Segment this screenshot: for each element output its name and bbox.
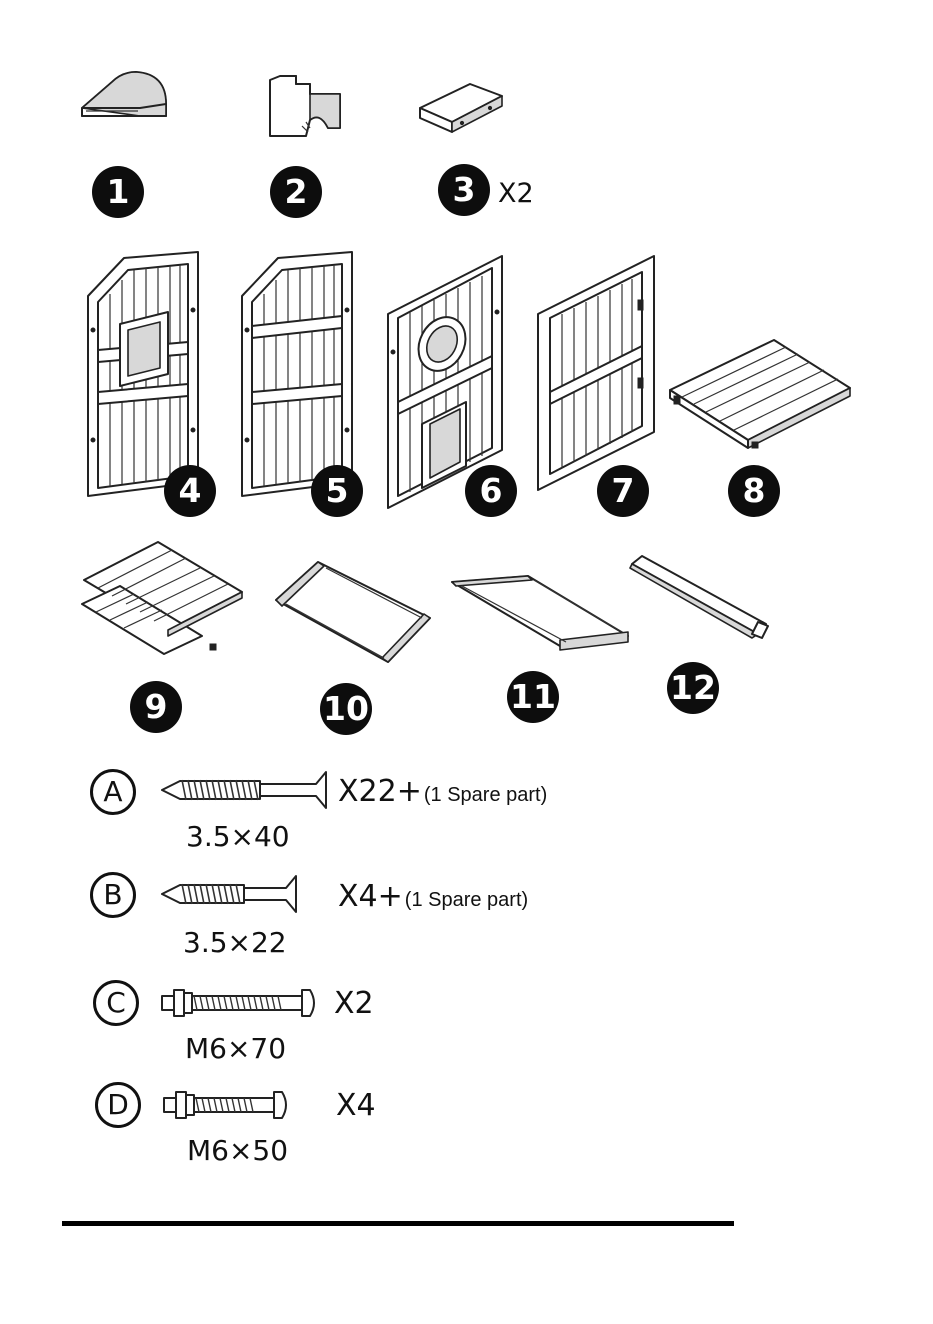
hardware-letter-circle: A (90, 769, 136, 815)
hardware-quantity: X2 (334, 986, 374, 1021)
part-7-door-panel (536, 252, 658, 494)
part-8-floor-board (668, 336, 854, 448)
part-11-roof-panel (448, 574, 632, 652)
wood-screw-short-icon (160, 874, 310, 914)
part-1-half-round-piece (78, 70, 168, 130)
part-number-badge: 12 (667, 662, 719, 714)
hardware-quantity: X22+(1 Spare part) (338, 774, 547, 809)
hardware-size: M6×70 (185, 1032, 286, 1065)
hardware-c-bolt (160, 984, 320, 1024)
part-12-ridge-beam (630, 552, 770, 642)
hardware-size: 3.5×40 (186, 820, 290, 853)
part-number-badge: 9 (130, 681, 182, 733)
bolt-with-nut-short-icon (162, 1086, 292, 1126)
part-9-floor-boards (80, 540, 248, 656)
part-number-badge: 1 (92, 166, 144, 218)
part-5-side-panel (240, 250, 356, 500)
hardware-a-screw (160, 770, 330, 810)
hardware-b-screw (160, 874, 310, 914)
part-3-block (418, 78, 508, 138)
part-number-badge: 8 (728, 465, 780, 517)
door-panel-icon (536, 252, 658, 494)
half-round-piece-icon (78, 70, 168, 130)
hardware-letter-circle: C (93, 980, 139, 1026)
floor-board-icon (668, 336, 854, 448)
part-number-badge: 4 (164, 465, 216, 517)
part-quantity: X2 (498, 178, 534, 209)
side-panel-icon (240, 250, 356, 500)
wood-screw-long-icon (160, 770, 330, 810)
part-number-badge: 7 (597, 465, 649, 517)
quantity-text: X4+ (338, 879, 403, 914)
part-4-side-panel-window (86, 250, 202, 500)
side-panel-with-window-icon (86, 250, 202, 500)
quantity-text: X22+ (338, 774, 422, 809)
split-floor-boards-icon (80, 540, 248, 656)
small-block-icon (418, 78, 508, 138)
bracket-block-icon (266, 72, 346, 147)
spare-note: (1 Spare part) (424, 784, 547, 806)
bolt-with-nut-long-icon (160, 984, 320, 1024)
part-number-badge: 3 (438, 164, 490, 216)
spare-note: (1 Spare part) (405, 889, 528, 911)
part-number-badge: 2 (270, 166, 322, 218)
hardware-letter-circle: B (90, 872, 136, 918)
ridge-beam-icon (630, 552, 770, 642)
hardware-d-bolt (162, 1086, 292, 1126)
hardware-quantity: X4+(1 Spare part) (338, 879, 528, 914)
bottom-divider-line (62, 1221, 734, 1226)
hardware-size: M6×50 (187, 1134, 288, 1167)
roof-panel-flat-icon (448, 574, 632, 652)
part-number-badge: 5 (311, 465, 363, 517)
roof-panel-icon (272, 556, 434, 670)
hardware-letter-circle: D (95, 1082, 141, 1128)
hardware-size: 3.5×22 (183, 926, 287, 959)
part-number-badge: 6 (465, 465, 517, 517)
part-number-badge: 11 (507, 671, 559, 723)
part-number-badge: 10 (320, 683, 372, 735)
part-10-roof-panel (272, 556, 434, 670)
hardware-quantity: X4 (336, 1088, 376, 1123)
part-2-bracket-block (266, 72, 346, 147)
